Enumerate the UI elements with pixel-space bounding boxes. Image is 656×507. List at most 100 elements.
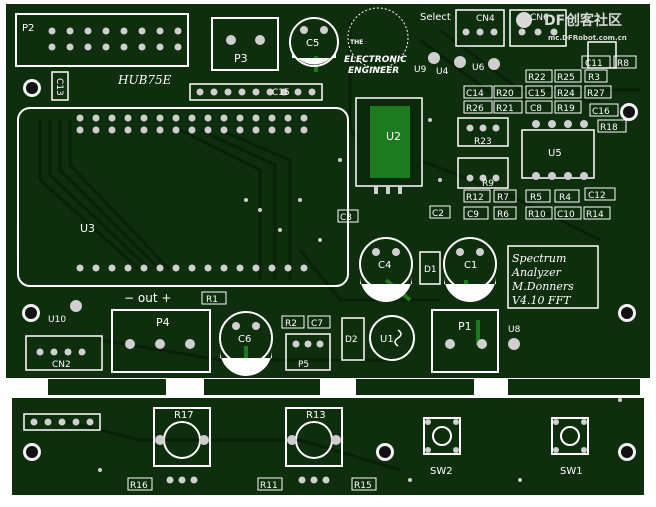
r2-label: R2 — [285, 319, 297, 329]
cn4-pin-2 — [476, 28, 484, 36]
breakaway-tab-4 — [508, 379, 640, 395]
p1-pin-1 — [445, 339, 455, 349]
cn6-outline — [509, 9, 567, 47]
svg-text:ENGINEER: ENGINEER — [348, 66, 399, 76]
u4-label: U4 — [436, 67, 449, 77]
c1-label: C1 — [464, 260, 477, 271]
u3-outline — [17, 107, 349, 287]
c13-outline — [51, 71, 69, 101]
svg-text:R14: R14 — [586, 210, 604, 220]
svg-text:C12: C12 — [588, 191, 606, 201]
r17-outline — [153, 407, 211, 467]
cn6-pin-3 — [550, 28, 558, 36]
svg-text:R27: R27 — [587, 89, 605, 99]
c6-pin-2 — [252, 322, 260, 330]
sw1-button[interactable] — [560, 426, 580, 446]
p2-pins — [48, 27, 182, 51]
d1-outline — [419, 251, 441, 285]
sw1-label: SW1 — [560, 466, 583, 477]
cn2-label: CN2 — [52, 360, 71, 370]
svg-text:R5: R5 — [530, 193, 542, 203]
svg-text:C9: C9 — [467, 210, 479, 220]
bottom-header-outline — [23, 413, 101, 431]
svg-text:C11: C11 — [585, 59, 603, 69]
svg-text:R6: R6 — [497, 210, 509, 220]
p2-outline — [15, 13, 189, 67]
u9-label: U9 — [414, 65, 427, 75]
c13-label: C13 — [54, 78, 64, 96]
mounting-holes — [22, 79, 638, 461]
svg-text:C10: C10 — [557, 210, 575, 220]
sw1-pins — [553, 419, 587, 453]
c5-label: C5 — [306, 38, 319, 49]
u8-pad — [508, 338, 520, 350]
c6-pin-1 — [232, 322, 240, 330]
p3-pin-1 — [226, 35, 236, 45]
svg-text:R19: R19 — [557, 104, 575, 114]
u2-pins — [374, 186, 402, 194]
cn6-label: CN6 — [530, 13, 549, 23]
c3-outline — [337, 209, 359, 223]
svg-text:C14: C14 — [466, 89, 484, 99]
r11-label: R11 — [260, 481, 278, 491]
c7-outline — [307, 315, 331, 329]
svg-text:R18: R18 — [600, 123, 618, 133]
cn2-pins — [36, 348, 86, 356]
u3-bottom-pins — [76, 264, 308, 272]
electronic-engineer-logo: THE ELECTRONIC ENGINEER — [344, 7, 409, 76]
p5-pin-3 — [316, 340, 324, 348]
cn6-pin-1 — [518, 28, 526, 36]
cn4-outline — [455, 9, 505, 47]
r17-label: R17 — [174, 410, 194, 421]
cn4-pin-3 — [490, 28, 498, 36]
cn5-outline — [189, 83, 323, 101]
c5-polarity — [292, 50, 336, 65]
p4-outline — [111, 309, 211, 373]
sw2-label: SW2 — [430, 466, 453, 477]
u1-outline — [369, 315, 415, 361]
svg-text:ELECTRONIC: ELECTRONIC — [344, 55, 407, 65]
u4-pad — [454, 56, 466, 68]
svg-text:R12: R12 — [466, 193, 484, 203]
c7-label: C7 — [311, 319, 323, 329]
p1-pin-2 — [477, 339, 487, 349]
p2-label: P2 — [22, 23, 34, 34]
u3-top-pins — [76, 114, 308, 134]
p4-pin-2 — [155, 339, 165, 349]
r23-pin-2 — [479, 124, 487, 132]
sw2-button[interactable] — [432, 426, 452, 446]
p5-label: P5 — [298, 360, 309, 370]
p3-outline — [211, 17, 279, 71]
r17-pin-1 — [155, 435, 165, 445]
r17-leads — [166, 476, 198, 484]
c3-label: C3 — [340, 213, 352, 223]
resistor-grid: R22 R25 R3 C11 R8 C14 R20 C15 R24 R27 R2… — [463, 55, 637, 133]
svg-text:R24: R24 — [557, 89, 575, 99]
sw2-outline — [423, 417, 461, 455]
svg-text:R7: R7 — [497, 193, 509, 203]
r11-outline — [257, 477, 283, 491]
r23-pin-3 — [492, 124, 500, 132]
r23-pin-1 — [466, 124, 474, 132]
r16-outline — [127, 477, 153, 491]
svg-text:创客社区: 创客社区 — [565, 12, 622, 29]
bottom-pin-header — [30, 418, 94, 426]
u10-pad — [70, 300, 82, 312]
breakaway-tab-3 — [356, 379, 474, 395]
p4-label: P4 — [156, 316, 170, 329]
u3-label: U3 — [80, 222, 95, 235]
c6-polarity — [220, 350, 272, 376]
breakaway-gap — [6, 378, 650, 398]
r17-pin-2 — [199, 435, 209, 445]
r15-label: R15 — [354, 481, 372, 491]
info-line-2: Analyzer — [511, 266, 562, 279]
r23-outline — [457, 117, 509, 147]
sw2-pins — [425, 419, 459, 453]
cn4-pin-1 — [462, 28, 470, 36]
c1-polarity — [444, 276, 496, 302]
p1-label: P1 — [458, 320, 472, 333]
u5-pins — [532, 120, 588, 180]
breakaway-tab-1 — [48, 379, 166, 395]
cn6-pin-2 — [534, 28, 542, 36]
u1-symbol — [394, 329, 402, 347]
